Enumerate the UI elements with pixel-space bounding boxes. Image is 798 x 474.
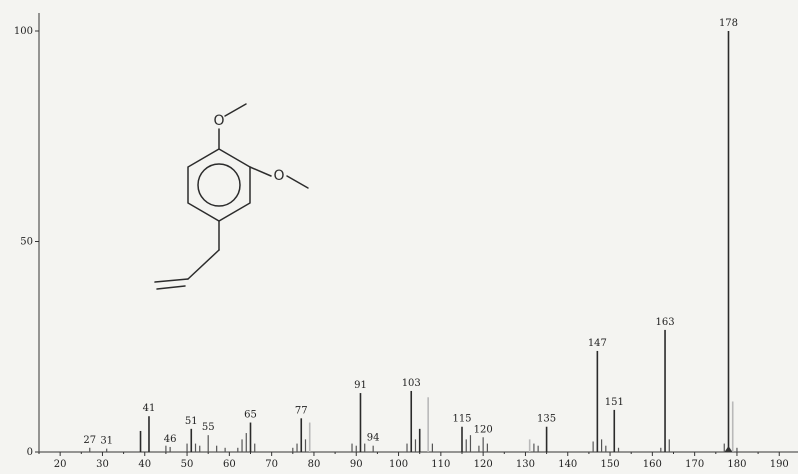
aromatic-circle	[197, 163, 241, 207]
y-tick-label: 100	[14, 26, 33, 37]
bond-o1-methyl	[224, 103, 247, 117]
oxygen-atom-1: O	[213, 113, 224, 129]
peak-label-147: 147	[588, 338, 607, 349]
base-peak-marker	[724, 446, 733, 452]
molecule-structure: O O	[154, 103, 309, 290]
axes: 0 50 100 20 30 40 50 60 70 80 90 100 110 120 130 140 150…	[14, 13, 798, 470]
x-tick-label: 110	[431, 459, 450, 470]
peak-label-178: 178	[719, 18, 738, 29]
x-tick-label: 120	[474, 459, 493, 470]
peak-label-51: 51	[185, 416, 198, 427]
bond-ch2-ch	[187, 249, 220, 280]
peak-label-135: 135	[537, 414, 556, 425]
peak-label-27: 27	[83, 435, 96, 446]
peak-label-120: 120	[474, 424, 493, 435]
peak-label-94: 94	[367, 433, 380, 444]
x-tick-label: 30	[96, 459, 109, 470]
peak-label-65: 65	[244, 410, 257, 421]
peak-label-55: 55	[202, 422, 215, 433]
bond-c-o2	[249, 166, 272, 177]
x-tick-label: 170	[685, 459, 704, 470]
peak-label-103: 103	[402, 378, 421, 389]
bond-ch-ch2-double-b	[156, 285, 186, 290]
y-tick-label: 0	[27, 447, 33, 458]
peak-label-77: 77	[295, 405, 308, 416]
x-tick-label: 130	[516, 459, 535, 470]
x-tick-label: 160	[643, 459, 662, 470]
bond-ch-ch2-double-a	[154, 278, 189, 283]
oxygen-atom-2: O	[273, 168, 284, 184]
x-tick-label: 180	[727, 459, 746, 470]
peak-label-46: 46	[164, 434, 177, 445]
peak-label-163: 163	[655, 317, 674, 328]
x-tick-label: 150	[601, 459, 620, 470]
peak-label-31: 31	[100, 436, 113, 447]
y-tick-label: 50	[20, 237, 33, 248]
x-tick-label: 50	[181, 459, 194, 470]
x-tick-label: 40	[138, 459, 151, 470]
x-tick-label: 60	[223, 459, 236, 470]
x-tick-label: 100	[389, 459, 408, 470]
bond-o2-methyl	[286, 175, 309, 189]
peak-label-151: 151	[605, 397, 624, 408]
x-tick-label: 190	[770, 459, 789, 470]
peak-bars	[38, 31, 738, 452]
x-tick-label: 20	[54, 459, 67, 470]
peak-label-91: 91	[354, 380, 367, 391]
x-tick-label: 140	[558, 459, 577, 470]
x-tick-label: 90	[350, 459, 363, 470]
x-tick-label: 80	[308, 459, 321, 470]
x-tick-label: 70	[265, 459, 278, 470]
peak-label-115: 115	[452, 414, 471, 425]
peak-label-41: 41	[143, 403, 156, 414]
